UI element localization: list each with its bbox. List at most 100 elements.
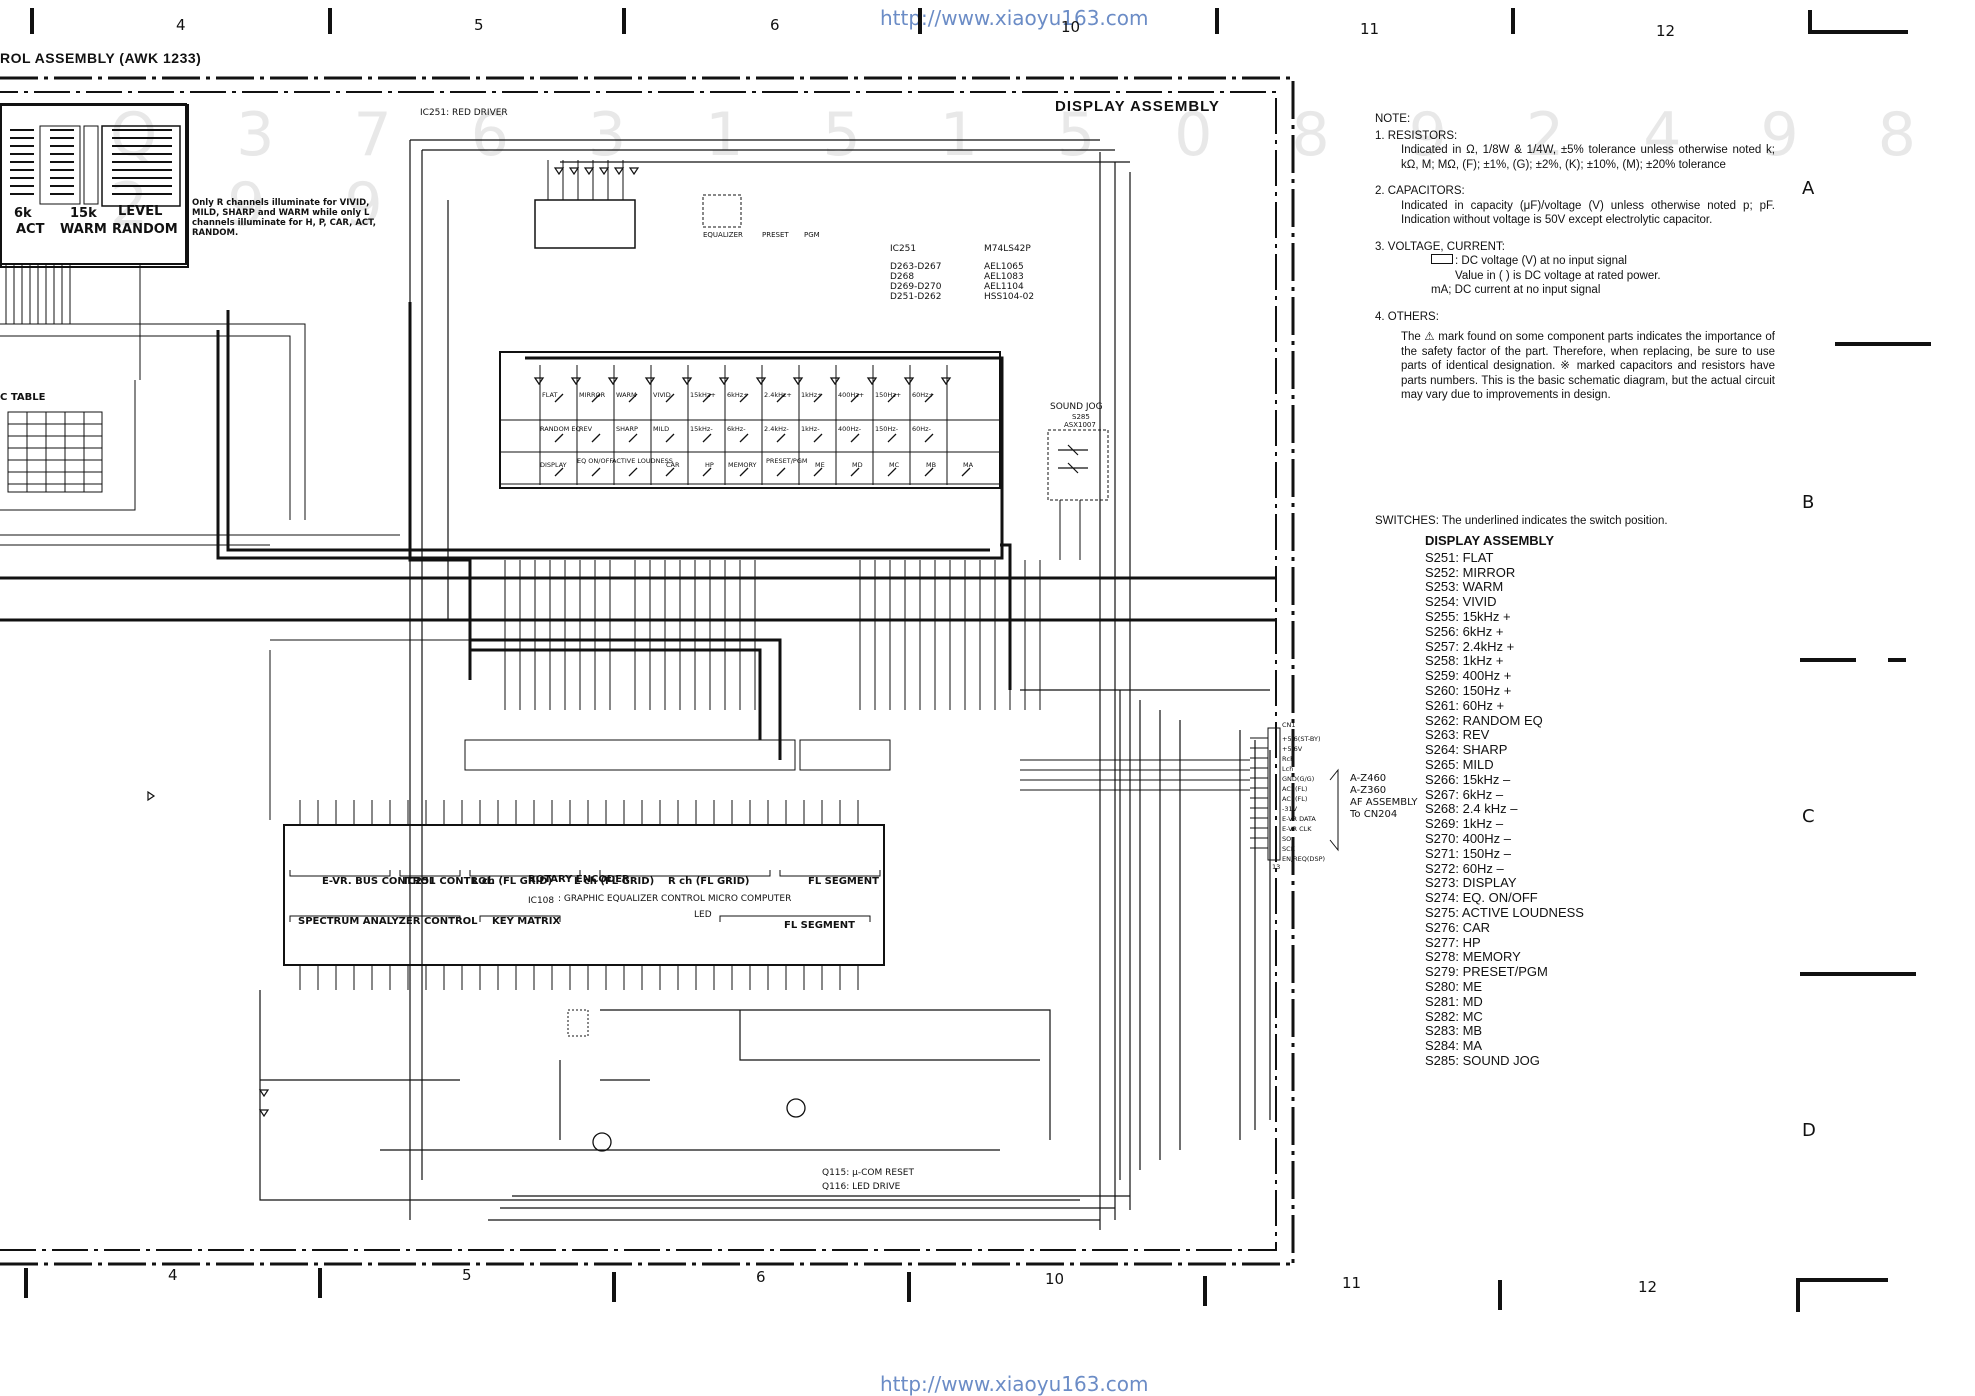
grid-number: 5 <box>474 16 484 34</box>
ic108-description: : GRAPHIC EQUALIZER CONTROL MICRO COMPUT… <box>558 894 792 904</box>
grid-tick <box>30 8 34 34</box>
switch-item: S280: ME <box>1425 978 1483 994</box>
switch-item: S255: 15kHz + <box>1425 608 1511 624</box>
key-label: PRESET/PGM <box>766 457 808 465</box>
grid-number: 10 <box>1061 18 1081 36</box>
key-label: MEMORY <box>728 461 757 469</box>
row-letter: B <box>1802 492 1815 513</box>
parts-row: D251-D262 <box>890 292 942 302</box>
switches-title: SWITCHES: The underlined indicates the s… <box>1375 515 1668 527</box>
key-label: 6kHz+ <box>727 391 749 399</box>
grid-number: 4 <box>176 16 186 34</box>
border-mark <box>1835 342 1931 346</box>
switch-item: S261: 60Hz + <box>1425 697 1505 713</box>
key-matrix-label: KEY MATRIX <box>492 916 561 927</box>
pgm-label: PGM <box>804 231 820 239</box>
watermark-url-bottom: http://www.xiaoyu163.com <box>880 1372 1149 1396</box>
note-others-title: 4. OTHERS: <box>1375 310 1439 323</box>
evr-bus-label: E-VR. BUS CONTROL <box>322 876 436 887</box>
switch-item: S282: MC <box>1425 1008 1483 1024</box>
cn1-pin: +5.6V <box>1282 745 1303 753</box>
sound-jog-part: S285 <box>1072 413 1090 421</box>
note-capacitors-text: Indicated in capacity (μF)/voltage (V) u… <box>1401 199 1775 227</box>
key-label: REV <box>579 425 593 433</box>
key-label: 150Hz+ <box>875 391 902 399</box>
equalizer-label: EQUALIZER <box>703 231 743 239</box>
switch-item: S269: 1kHz – <box>1425 816 1504 832</box>
fl-segment-label: FL SEGMENT <box>808 876 879 887</box>
key-label: ACTIVE LOUDNESS <box>612 457 673 465</box>
q115-label: Q115: μ-COM RESET <box>822 1168 914 1178</box>
cn1-pin: SO <box>1282 835 1292 843</box>
switch-item: S277: HP <box>1425 934 1481 950</box>
key-label: 60Hz- <box>912 425 931 433</box>
assembly-title: ROL ASSEMBLY (AWK 1233) <box>0 50 202 66</box>
sound-jog-number: ASX1007 <box>1064 421 1096 429</box>
cn1-pin: -31V <box>1282 805 1298 813</box>
key-label: CAR <box>666 461 680 469</box>
key-label: MIRROR <box>579 391 606 399</box>
key-label: 60Hz+ <box>912 391 935 399</box>
switch-item: S278: MEMORY <box>1425 949 1521 965</box>
switch-item: S254: VIVID <box>1425 594 1497 610</box>
border-mark <box>1800 972 1916 976</box>
rotary-encoder-label: ROTARY ENCODER <box>528 874 630 885</box>
grid-number: 11 <box>1360 20 1380 38</box>
grid-number: 11 <box>1342 1274 1362 1292</box>
lch-grid2-label: L ch (FL GRID) <box>574 876 655 887</box>
switch-item: S279: PRESET/PGM <box>1425 964 1548 980</box>
cn1-pin: Rch <box>1282 755 1295 763</box>
parts-row-value: AEL1104 <box>984 282 1024 292</box>
grid-tick <box>622 8 626 34</box>
switch-item: S273: DISPLAY <box>1425 875 1517 891</box>
cn1-pin: Lch <box>1282 765 1294 773</box>
corner-mark <box>1796 1278 1888 1282</box>
led-label: LED <box>694 910 712 920</box>
key-label: 15kHz+ <box>690 391 716 399</box>
panel-label-15k: 15k <box>70 206 97 221</box>
row-letter: C <box>1802 806 1815 827</box>
switch-item: S266: 15kHz – <box>1425 771 1511 787</box>
display-assembly-title: DISPLAY ASSEMBLY <box>1055 98 1220 115</box>
switch-item: S262: RANDOM EQ <box>1425 712 1543 728</box>
switch-item: S275: ACTIVE LOUDNESS <box>1425 904 1584 920</box>
connector-line: A-Z460 <box>1350 773 1387 784</box>
switch-item: S259: 400Hz + <box>1425 668 1512 684</box>
key-label: 6kHz- <box>727 425 746 433</box>
parts-row-ic-value: M74LS42P <box>984 244 1031 254</box>
watermark-url-top: http://www.xiaoyu163.com <box>880 6 1149 30</box>
switch-item: S283: MB <box>1425 1023 1483 1039</box>
key-label: 15kHz- <box>690 425 713 433</box>
panel-label-warm: WARM <box>60 222 107 237</box>
grid-tick <box>1203 1276 1207 1306</box>
key-label: SHARP <box>616 425 638 433</box>
grid-number: 6 <box>756 1268 766 1286</box>
table-title: C TABLE <box>0 392 46 403</box>
note-resistors-title: 1. RESISTORS: <box>1375 129 1458 142</box>
key-label: DISPLAY <box>540 461 567 469</box>
corner-mark <box>1808 30 1908 34</box>
panel-label-act: ACT <box>16 222 45 237</box>
switch-item: S274: EQ. ON/OFF <box>1425 890 1538 906</box>
grid-tick <box>1215 8 1219 34</box>
q116-label: Q116: LED DRIVE <box>822 1182 901 1192</box>
cn1-pin-end: 13 <box>1272 863 1281 871</box>
key-label: VIVID <box>653 391 671 399</box>
note-resistors-text: Indicated in Ω, 1/8W & 1/4W, ±5% toleran… <box>1401 144 1775 171</box>
switch-item: S252: MIRROR <box>1425 564 1516 580</box>
note-voltage-line-2: Value in ( ) is DC voltage at rated powe… <box>1455 269 1661 282</box>
key-label: ME <box>815 461 825 469</box>
parts-row: D263-D267 <box>890 262 942 272</box>
grid-number: 6 <box>770 16 780 34</box>
switch-item: S263: REV <box>1425 727 1490 743</box>
note-voltage-line-3: mA; DC current at no input signal <box>1431 284 1601 296</box>
grid-number: 12 <box>1638 1278 1658 1296</box>
key-label: 400Hz+ <box>838 391 865 399</box>
cn1-pin: AC1(FL) <box>1282 795 1308 803</box>
key-label: RANDOM EQ <box>540 425 581 433</box>
grid-number: 4 <box>168 1266 178 1284</box>
switch-assembly-heading: DISPLAY ASSEMBLY <box>1425 533 1555 548</box>
key-label: WARM <box>616 391 637 399</box>
corner-mark <box>1796 1278 1800 1312</box>
switch-item: S253: WARM <box>1425 579 1504 595</box>
